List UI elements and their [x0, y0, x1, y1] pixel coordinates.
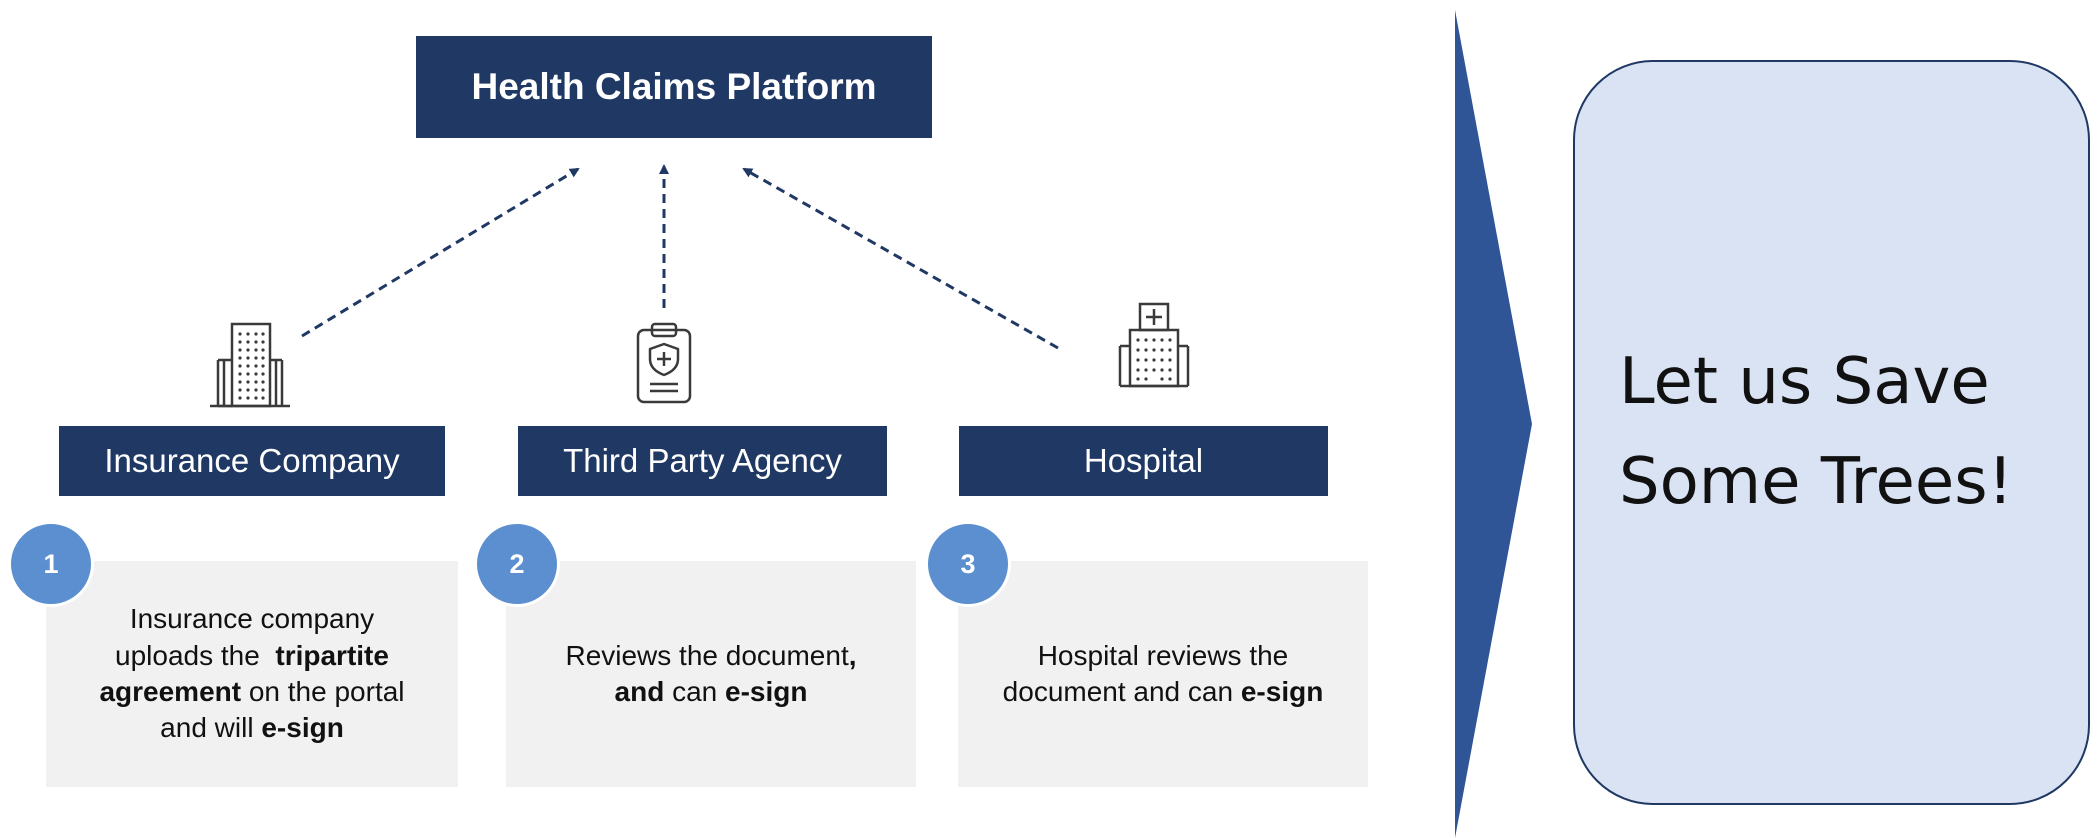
description-line: agreement on the portal [99, 674, 404, 710]
text-run: can [664, 676, 725, 707]
bold-text-run: e-sign [1240, 676, 1324, 707]
health-claims-platform-box: Health Claims Platform [416, 36, 932, 138]
step-2-badge: 2 [474, 521, 560, 607]
insurance-company-label: Insurance Company [104, 442, 400, 479]
text-run: on the portal [241, 676, 405, 707]
bold-text-run: tripartite [275, 639, 389, 671]
text-run: Reviews the document [565, 639, 849, 671]
step-1-number: 1 [43, 548, 59, 579]
text-run: Hospital reviews the [1037, 639, 1289, 671]
text-run: Insurance company [129, 603, 375, 635]
description-line: and will e-sign [99, 710, 404, 746]
save-trees-callout: Let us Save Some Trees! [1573, 60, 2090, 805]
callout-text: Let us Save Some Trees! [1619, 333, 2013, 531]
bold-text-run: and [614, 676, 665, 707]
text-run: uploads the [115, 639, 276, 671]
bold-text-run: agreement [99, 676, 242, 707]
description-line: document and can e-sign [1003, 674, 1324, 710]
step-3-badge: 3 [925, 521, 1011, 607]
description-line: uploads the tripartite [99, 638, 404, 674]
step-2-description-text: Reviews the document,and can e-sign [565, 638, 856, 711]
description-line: and can e-sign [565, 674, 856, 710]
description-line: Hospital reviews the [1003, 638, 1324, 674]
chevron-right-icon [1455, 10, 1532, 838]
step-3-number: 3 [960, 548, 976, 579]
hospital-label: Hospital [1083, 442, 1204, 479]
bold-text-run: e-sign [725, 676, 808, 707]
third-party-agency-label: Third Party Agency [563, 442, 842, 479]
description-line: Reviews the document, [565, 638, 856, 674]
arrow-hospital-to-platform [742, 167, 1059, 350]
arrow-insurance-to-platform [301, 167, 580, 338]
text-run: and will [160, 712, 262, 744]
text-run: document and can [1002, 676, 1241, 707]
office-building-icon [210, 322, 290, 408]
step-1-badge: 1 [8, 521, 94, 607]
platform-label: Health Claims Platform [471, 66, 877, 107]
step-2-number: 2 [509, 548, 525, 579]
insurance-company-box: Insurance Company [59, 426, 445, 496]
step-2-description: Reviews the document,and can e-sign [506, 561, 916, 787]
description-line: Insurance company [99, 601, 404, 637]
hospital-building-icon [1118, 302, 1190, 388]
callout-line-2: Some Trees! [1619, 444, 2014, 519]
third-party-agency-box: Third Party Agency [518, 426, 887, 496]
hospital-box: Hospital [959, 426, 1328, 496]
bold-text-run: , [848, 639, 857, 671]
callout-line-1: Let us Save [1619, 345, 1990, 420]
connector-arrows [301, 164, 1059, 350]
medical-clipboard-icon [636, 322, 692, 404]
bold-text-run: e-sign [261, 712, 344, 744]
